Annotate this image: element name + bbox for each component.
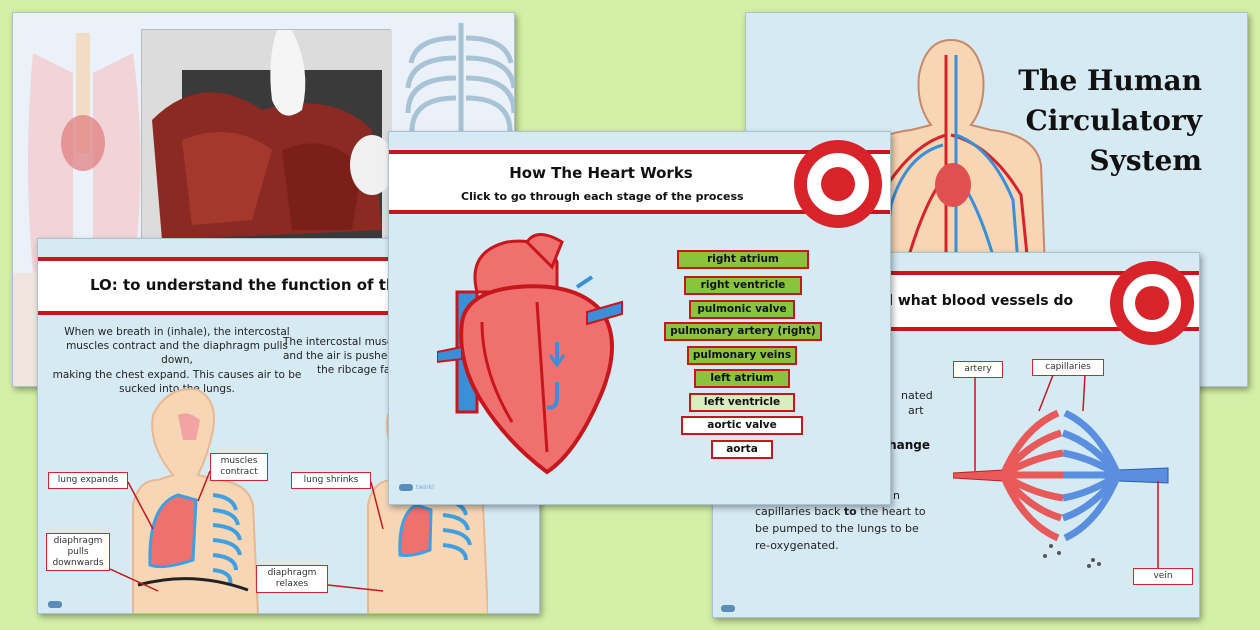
label-line: relaxes xyxy=(275,578,309,589)
stage-button[interactable]: pulmonary artery (right) xyxy=(664,322,822,341)
inhale-line: muscles contract and the diaphragm pulls… xyxy=(66,340,288,367)
twinkl-logo xyxy=(721,605,738,612)
stage-button[interactable]: pulmonic valve xyxy=(689,300,795,319)
capillary-bed-illustration xyxy=(953,409,1169,568)
heart-subtitle: Click to go through each stage of the pr… xyxy=(461,190,744,203)
inhale-line: sucked into the lungs. xyxy=(119,382,235,395)
label-vein: vein xyxy=(1133,568,1193,585)
vessels-title: nd what blood vessels do xyxy=(873,293,1074,309)
circulatory-body-illustration xyxy=(854,38,1048,295)
text-bold: to xyxy=(843,505,857,518)
label-line: downwards xyxy=(52,557,104,568)
label-line: muscles xyxy=(220,456,258,466)
stage-button[interactable]: left atrium xyxy=(694,369,790,388)
stage-button[interactable]: right ventricle xyxy=(684,276,802,295)
label-muscles-contract: muscles contract xyxy=(210,453,268,481)
stage-button[interactable]: right atrium xyxy=(677,250,809,269)
slide-heart[interactable]: How The Heart Works Click to go through … xyxy=(388,131,891,505)
label-line: diaphragm xyxy=(267,568,317,578)
vessels-text-fragment: change xyxy=(881,438,931,452)
twinkl-logo xyxy=(48,601,65,608)
breathing-title: LO: to understand the function of the lu xyxy=(90,276,428,294)
label-diaphragm-pulls: diaphragm pulls downwards xyxy=(46,533,110,572)
vessels-text-fragment: art xyxy=(908,404,924,417)
exhale-paragraph: The intercostal muscl and the air is pus… xyxy=(283,335,403,378)
heart-title: How The Heart Works xyxy=(509,164,693,182)
circulatory-title-line: Circulatory xyxy=(1025,104,1203,137)
inhale-line: making the chest expand. This causes air… xyxy=(52,368,302,381)
ribcage-illustration xyxy=(405,23,514,138)
inhale-line: When we breath in (inhale), the intercos… xyxy=(64,326,290,338)
target-icon xyxy=(794,140,882,228)
label-line: pulls xyxy=(67,546,89,557)
inhale-paragraph: When we breath in (inhale), the intercos… xyxy=(52,325,302,396)
circulatory-title-line: System xyxy=(1089,144,1202,177)
exhale-line: and the air is pushed xyxy=(283,350,394,363)
circulatory-title-line: The Human xyxy=(1018,64,1202,97)
stage-button[interactable]: left ventricle xyxy=(689,393,795,412)
label-lung-shrinks: lung shrinks xyxy=(291,472,371,489)
heart-diagram xyxy=(437,233,623,475)
vessels-text-fragment: n xyxy=(893,489,900,502)
vessels-paragraph-line: capillaries back to the heart to xyxy=(755,503,926,520)
vessels-paragraph-line: be pumped to the lungs to be xyxy=(755,522,919,535)
circulatory-title: The Human Circulatory System xyxy=(1018,61,1202,181)
exhale-line: the ribcage fall xyxy=(317,364,397,377)
dissection-photo xyxy=(141,29,394,240)
label-line: contract xyxy=(220,466,258,477)
vessels-paragraph: capillaries back to the heart to be pump… xyxy=(755,503,926,554)
exhale-line: The intercostal muscl xyxy=(283,336,396,348)
label-lung-expands: lung expands xyxy=(48,472,128,489)
label-line: diaphragm xyxy=(53,536,103,546)
vessels-text-fragment: nated xyxy=(901,389,933,402)
stage-button[interactable]: pulmonary veins xyxy=(687,346,797,365)
torso-inhale-illustration xyxy=(132,388,259,613)
text-span: capillaries back xyxy=(755,505,844,518)
target-icon xyxy=(1110,261,1194,345)
text-span: the heart to xyxy=(856,505,926,518)
label-diaphragm-relaxes: diaphragm relaxes xyxy=(256,565,328,593)
stage-button[interactable]: aortic valve xyxy=(681,416,803,435)
stage-button[interactable]: aorta xyxy=(711,440,773,459)
label-capillaries: capillaries xyxy=(1032,359,1104,376)
twinkl-logo: twinkl xyxy=(399,484,434,491)
vessels-paragraph-line: re-oxygenated. xyxy=(755,539,839,552)
label-artery: artery xyxy=(953,361,1003,378)
